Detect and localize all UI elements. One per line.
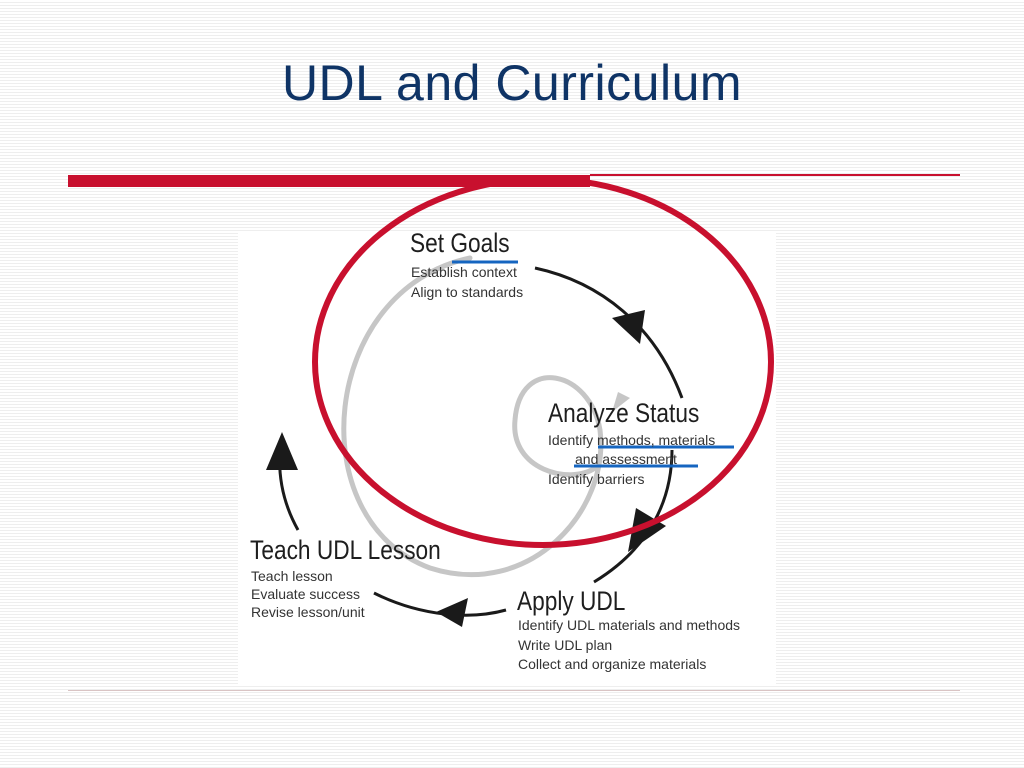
teach-udl-lesson-item: Teach lesson [251, 568, 333, 584]
spiral-arrowhead-icon [612, 392, 630, 412]
arrow-teach-to-goals-head-icon [266, 432, 298, 470]
analyze-status-item: Identify methods, materials [548, 432, 716, 448]
set-goals-item: Align to standards [411, 284, 524, 300]
highlight-ellipse [312, 176, 774, 548]
apply-udl-item: Write UDL plan [518, 637, 613, 653]
set-goals-item: Establish context [411, 264, 517, 280]
teach-udl-lesson-heading: Teach UDL Lesson [250, 535, 441, 565]
page-title: UDL and Curriculum [281, 55, 743, 111]
arrow-goals-to-status [534, 266, 684, 399]
title-rule-thick [68, 175, 590, 187]
apply-udl-item: Identify UDL materials and methods [518, 617, 741, 633]
title-rule-thin [590, 174, 960, 176]
apply-udl-item: Collect and organize materials [518, 656, 707, 672]
analyze-status-heading: Analyze Status [548, 398, 700, 428]
set-goals-heading: Set Goals [410, 228, 510, 258]
analyze-status-item: Identify barriers [548, 471, 645, 487]
arrow-apply-to-teach-head-icon [436, 598, 468, 627]
apply-udl-heading: Apply UDL [517, 586, 626, 616]
analyze-status-item: and assessment [575, 451, 677, 467]
teach-udl-lesson-item: Revise lesson/unit [251, 604, 365, 620]
spiral-path [341, 255, 604, 577]
teach-udl-lesson-item: Evaluate success [251, 586, 360, 602]
arrow-status-to-apply-head-icon [628, 508, 666, 552]
arrow-goals-to-status-head-icon [612, 310, 645, 344]
footer-rule [68, 690, 960, 691]
